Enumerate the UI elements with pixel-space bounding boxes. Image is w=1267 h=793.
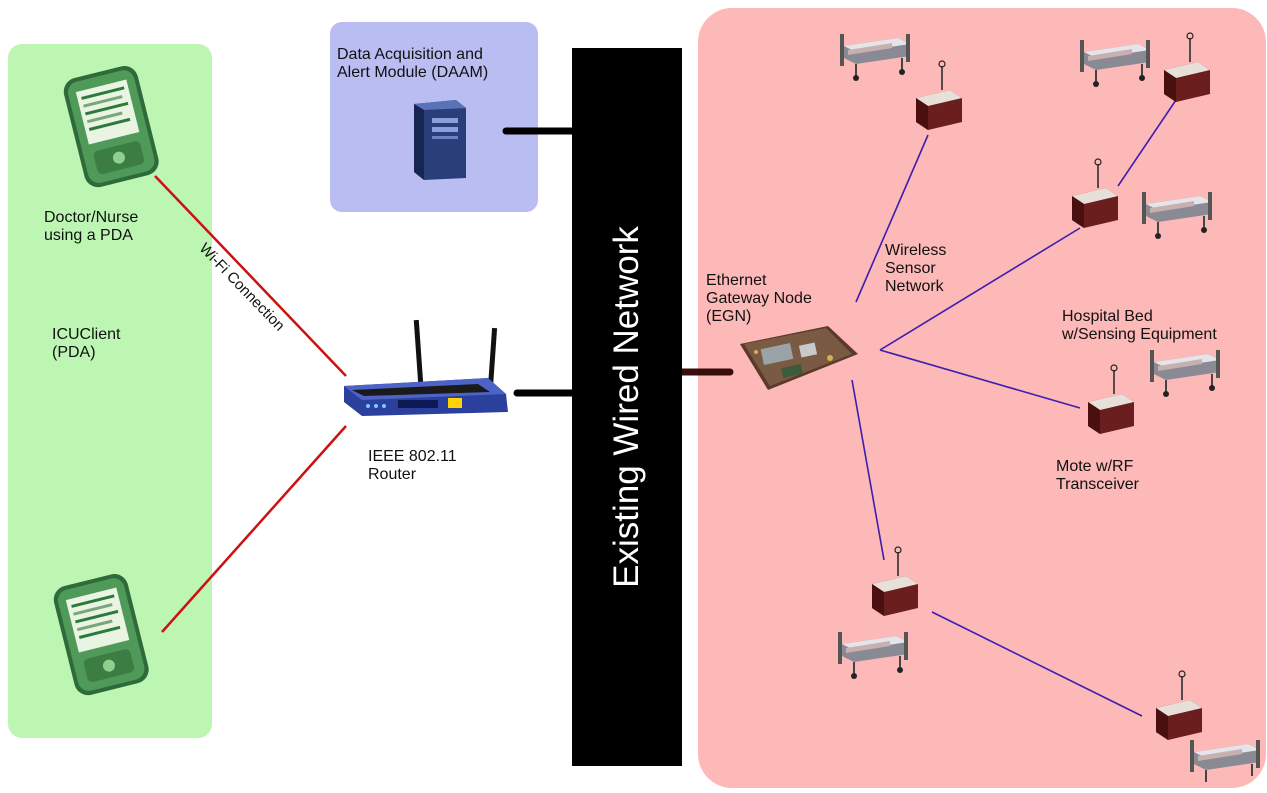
sensor-link-4 [851, 379, 885, 561]
hospital-bed-icon [1146, 346, 1226, 403]
sensor-link-1 [855, 134, 929, 303]
wired-network-label: Existing Wired Network [607, 226, 646, 588]
pda-icon [58, 60, 169, 200]
hospital-bed-icon [834, 628, 914, 685]
server-tower-icon [404, 96, 470, 187]
hospital-bed-label: Hospital Bed w/Sensing Equipment [1062, 308, 1217, 343]
mote-icon [1150, 666, 1206, 747]
sensor-network-zone [698, 8, 1266, 788]
wifi-router-icon [338, 316, 514, 427]
pda-icon [48, 568, 159, 708]
mote-icon [1158, 28, 1214, 109]
wifi-link-bottom [161, 425, 347, 633]
mote-icon [910, 56, 966, 137]
daam-label: Data Acquisition and Alert Module (DAAM) [337, 46, 489, 81]
hospital-bed-icon [1076, 36, 1156, 93]
sensor-link-3 [879, 349, 1081, 409]
icuclient-label: ICUClient (PDA) [52, 326, 121, 361]
sensor-link-6 [931, 611, 1143, 717]
mote-label: Mote w/RF Transceiver [1056, 458, 1139, 493]
wireless-sensor-network-label: Wireless Sensor Network [885, 242, 947, 295]
mote-icon [866, 542, 922, 623]
sensor-link-5 [1117, 99, 1177, 187]
hospital-bed-icon [1186, 736, 1266, 793]
hospital-bed-icon [1138, 188, 1218, 245]
sensor-link-2 [879, 227, 1081, 351]
router-label: IEEE 802.11 Router [368, 448, 457, 483]
mote-icon [1082, 360, 1138, 441]
doctor-nurse-label: Doctor/Nurse using a PDA [44, 209, 139, 244]
gateway-board-icon [732, 322, 864, 399]
wifi-link-top [154, 175, 347, 377]
mote-icon [1066, 154, 1122, 235]
egn-label: Ethernet Gateway Node (EGN) [706, 272, 812, 325]
hospital-bed-icon [836, 30, 916, 87]
wired-network-bar: Existing Wired Network [572, 48, 682, 766]
